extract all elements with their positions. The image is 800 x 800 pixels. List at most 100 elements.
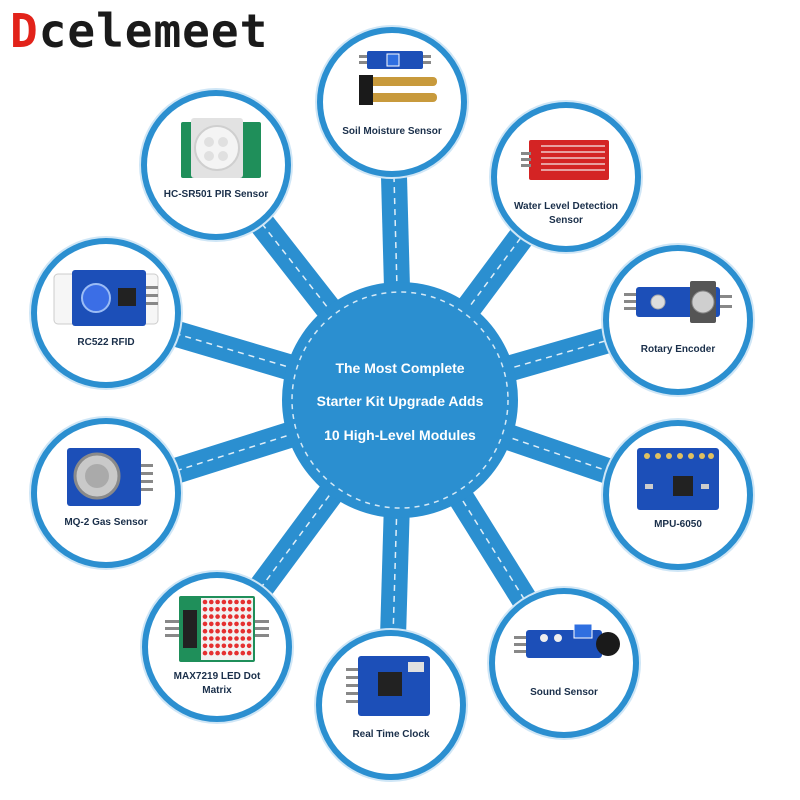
module-label: Water Level Detection Sensor — [513, 201, 619, 226]
real-time-clock-icon — [322, 650, 460, 728]
led-dot — [246, 636, 252, 641]
led-dot — [246, 650, 252, 656]
led-dot — [221, 599, 227, 605]
led-dot — [221, 636, 227, 641]
led-dot — [227, 614, 233, 619]
mpu6050-board-icon — [609, 440, 747, 518]
led-dot — [246, 621, 252, 627]
soil-moisture-sensor-icon — [323, 47, 461, 125]
led-dot — [221, 628, 227, 634]
led-dot — [202, 650, 208, 656]
led-dot — [234, 650, 239, 656]
spokes — [168, 171, 616, 636]
led-dot — [215, 650, 220, 656]
led-dot — [246, 599, 252, 605]
led-dot — [227, 636, 233, 641]
module-water-level: Water Level Detection Sensor — [491, 102, 641, 252]
led-dot — [221, 621, 227, 627]
led-dot — [240, 607, 246, 612]
module-rotary-encoder: Rotary Encoder — [603, 245, 753, 395]
led-dot — [234, 621, 239, 627]
brand-logo: Dcelemeet — [10, 4, 268, 58]
led-dot — [227, 607, 233, 612]
rfid-reader-icon — [37, 258, 175, 336]
module-label: Soil Moisture Sensor — [342, 126, 442, 137]
module-label: MAX7219 LED Dot Matrix — [173, 671, 261, 696]
led-dot — [215, 614, 220, 619]
gas-sensor-icon — [37, 438, 175, 516]
led-dot — [215, 628, 220, 634]
module-soil-moisture: Soil Moisture Sensor — [317, 27, 467, 177]
led-dot — [209, 621, 214, 627]
led-dot — [234, 607, 239, 612]
module-rc522-rfid: RC522 RFID — [31, 238, 181, 388]
spoke-dashed-line — [463, 232, 525, 314]
module-mpu-6050: MPU-6050 — [603, 420, 753, 570]
led-dot — [221, 643, 227, 649]
spoke — [168, 420, 301, 485]
led-dot — [227, 621, 233, 627]
module-label: Sound Sensor — [530, 687, 598, 698]
module-label: MPU-6050 — [654, 519, 702, 530]
module-label: HC-SR501 PIR Sensor — [163, 189, 269, 200]
center-title-line-1: The Most Complete — [335, 360, 465, 376]
led-dot — [240, 621, 246, 627]
water-level-sensor-icon — [497, 122, 635, 200]
center-hub-dashed-ring — [291, 291, 509, 509]
spoke-dashed-line — [501, 434, 613, 474]
led-dot — [209, 650, 214, 656]
led-dot — [227, 643, 233, 649]
led-dot — [202, 643, 208, 649]
spoke-dashed-line — [258, 219, 335, 316]
led-dot — [209, 614, 214, 619]
module-label: Rotary Encoder — [640, 344, 716, 355]
led-dot — [221, 650, 227, 656]
led-dot — [215, 636, 220, 641]
led-dot — [240, 628, 246, 634]
pir-sensor-icon — [147, 110, 285, 188]
led-dot — [227, 599, 233, 605]
led-dot — [234, 614, 239, 619]
led-dot — [202, 607, 208, 612]
led-dot — [240, 636, 246, 641]
led-dot — [234, 643, 239, 649]
led-dot — [202, 599, 208, 605]
led-dot — [215, 607, 220, 612]
led-dot — [227, 650, 233, 656]
led-dot — [202, 621, 208, 627]
led-dot — [246, 628, 252, 634]
module-mq2-gas-sensor: MQ-2 Gas Sensor — [31, 418, 181, 568]
spoke-dashed-line — [503, 338, 611, 371]
brand-logo-initial: D — [10, 4, 39, 58]
led-dot — [240, 599, 246, 605]
led-dot — [215, 621, 220, 627]
module-sound-sensor: Sound Sensor — [489, 588, 639, 738]
spoke — [169, 320, 301, 382]
module-hc-sr501-pir: HC-SR501 PIR Sensor — [141, 90, 291, 240]
led-dot — [209, 607, 214, 612]
center-hub — [282, 282, 518, 518]
led-dot — [202, 628, 208, 634]
led-dot — [240, 650, 246, 656]
led-dot — [209, 636, 214, 641]
led-dot — [221, 607, 227, 612]
spoke — [446, 484, 538, 611]
module-label: MQ-2 Gas Sensor — [64, 517, 148, 528]
center-title-line-3: 10 High-Level Modules — [324, 427, 476, 443]
spoke — [380, 507, 410, 636]
led-dot — [202, 636, 208, 641]
led-dot — [215, 599, 220, 605]
sound-sensor-icon — [495, 608, 633, 686]
led-dot — [221, 614, 227, 619]
rotary-encoder-icon — [609, 265, 747, 343]
spoke — [248, 479, 347, 599]
led-dot-matrix-icon — [148, 592, 286, 670]
led-dot — [234, 599, 239, 605]
led-dot — [209, 599, 214, 605]
brand-logo-text: celemeet — [38, 4, 269, 58]
led-dot — [246, 643, 252, 649]
led-dot — [240, 614, 246, 619]
led-dot — [202, 614, 208, 619]
led-dot — [209, 628, 214, 634]
